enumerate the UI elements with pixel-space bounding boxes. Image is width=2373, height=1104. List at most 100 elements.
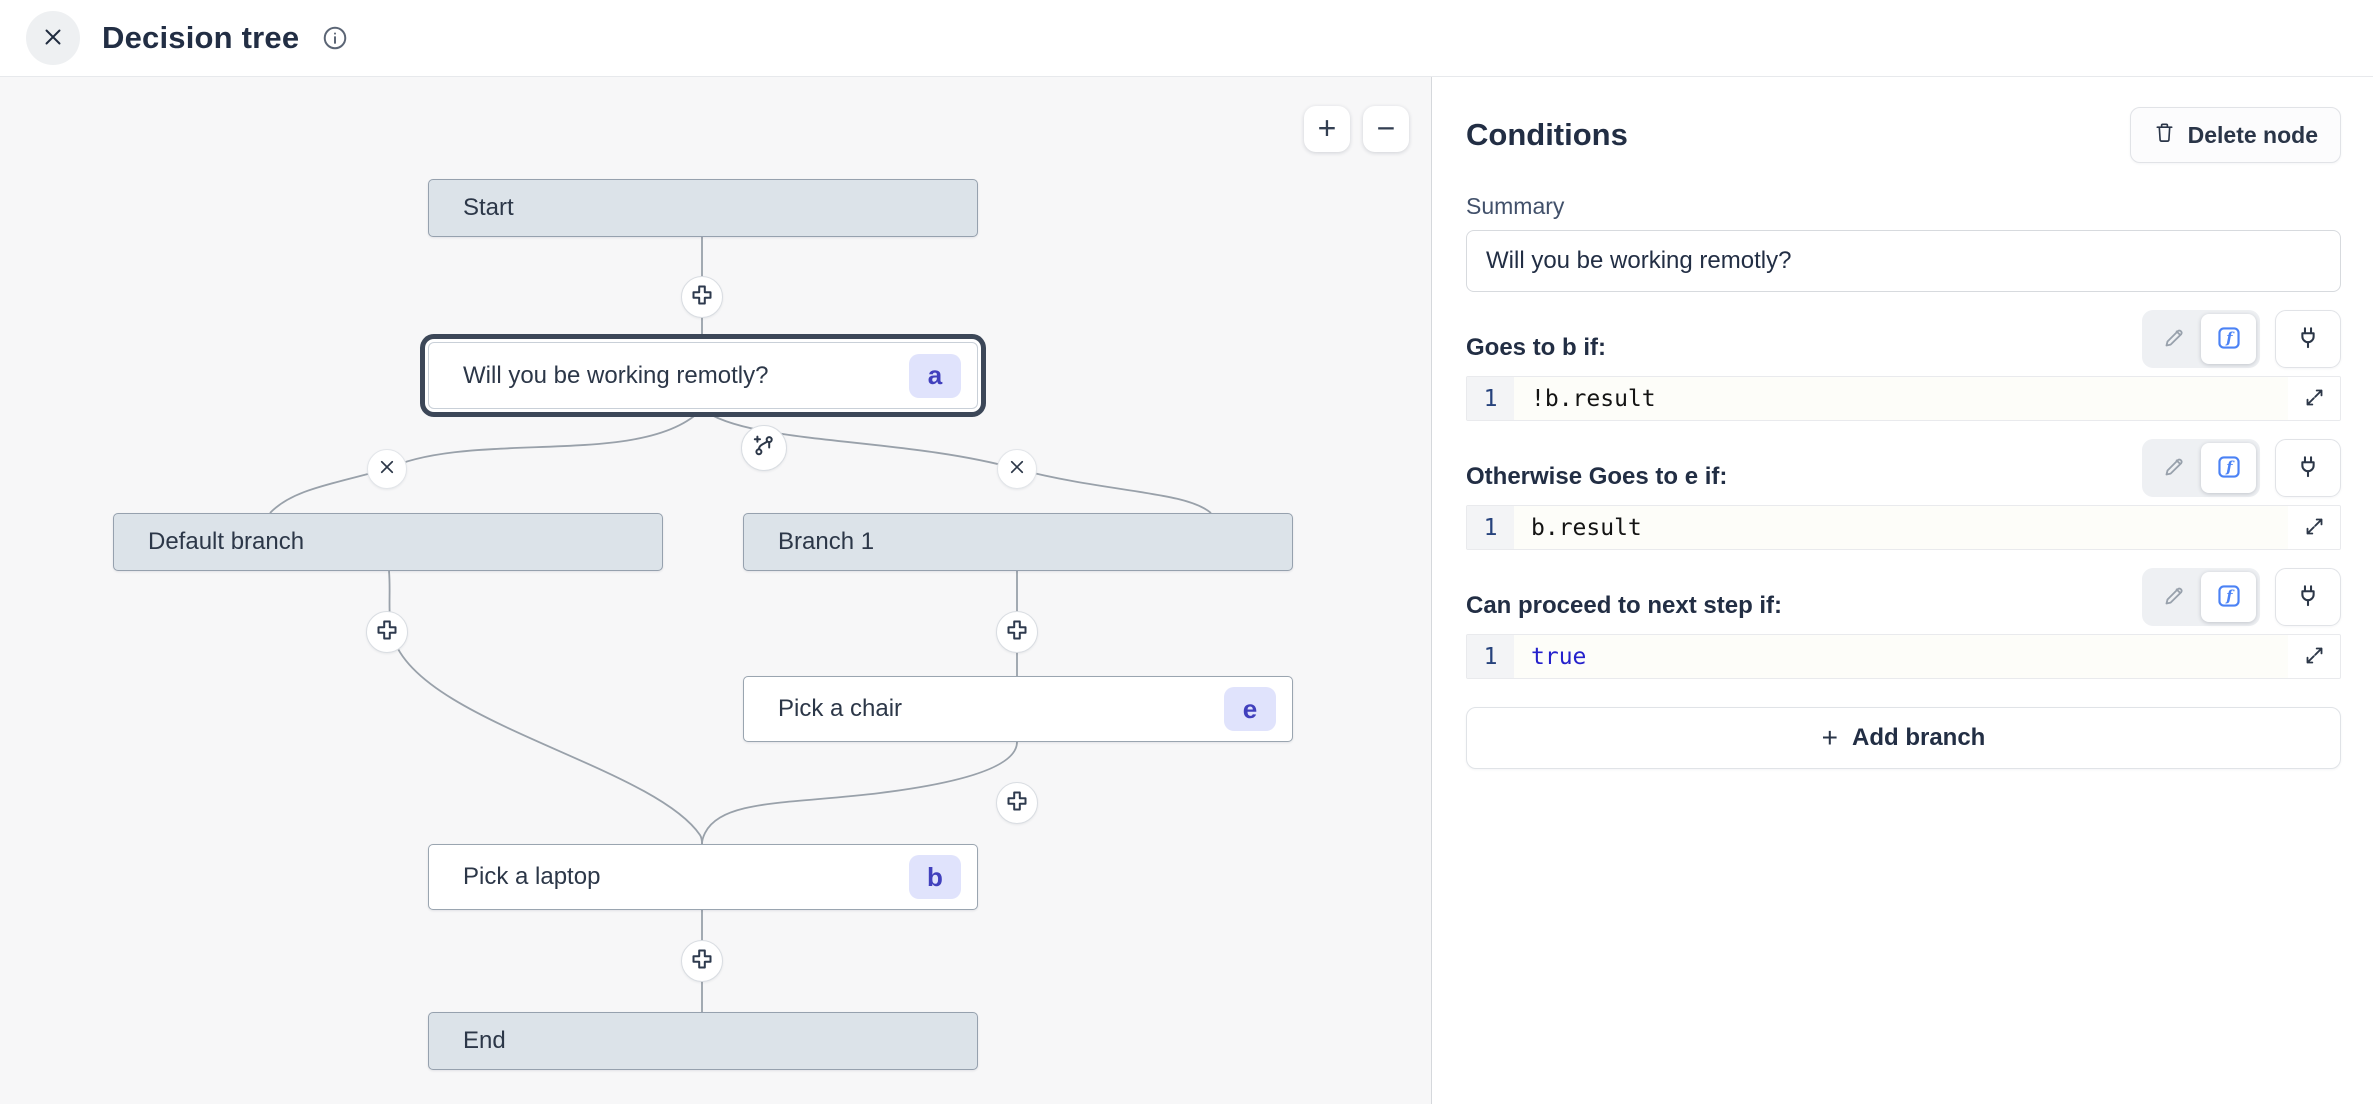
condition-section-can-proceed: Can proceed to next step if: [1466, 568, 2341, 679]
condition-controls: f [2142, 310, 2341, 368]
add-node-plus-icon [690, 283, 714, 312]
editor-mode-toggle: f [2142, 310, 2260, 368]
node-label: Default branch [148, 528, 304, 556]
line-number: 1 [1467, 377, 1514, 420]
zoom-controls: + − [1304, 106, 1409, 152]
svg-text:f: f [2225, 458, 2235, 475]
connect-source-button[interactable] [2275, 568, 2341, 626]
delete-node-label: Delete node [2188, 122, 2318, 149]
expand-editor-button[interactable] [2288, 635, 2340, 678]
node-pick-chair[interactable]: Pick a chair e [743, 676, 1293, 742]
node-end[interactable]: End [428, 1012, 978, 1070]
node-badge: b [909, 855, 961, 899]
add-node-button[interactable] [681, 940, 723, 982]
delete-edge-button[interactable] [367, 449, 407, 489]
conditions-panel: Conditions Delete node Summary Goes to b… [1433, 77, 2373, 1104]
expand-icon [2304, 516, 2325, 540]
plus-icon: + [1318, 112, 1337, 144]
header: Decision tree [0, 0, 2373, 77]
pencil-icon [2162, 455, 2186, 482]
page-title: Decision tree [102, 20, 299, 56]
fx-icon: f [2216, 454, 2242, 483]
info-icon[interactable] [321, 24, 349, 52]
expand-editor-button[interactable] [2288, 506, 2340, 549]
condition-label: Otherwise Goes to e if: [1466, 463, 1727, 497]
svg-text:f: f [2225, 329, 2235, 346]
edge-chair-laptop [702, 742, 1017, 844]
close-icon [40, 24, 66, 53]
condition-code: b.result [1514, 506, 2340, 549]
fx-mode-button[interactable]: f [2201, 314, 2256, 364]
node-label: Branch 1 [778, 528, 874, 556]
add-node-plus-icon [1005, 789, 1029, 818]
node-label: Pick a laptop [463, 863, 600, 891]
pencil-icon [2162, 584, 2186, 611]
condition-code: true [1514, 635, 2340, 678]
condition-code-editor[interactable]: 1 true [1466, 634, 2341, 679]
fx-mode-button[interactable]: f [2201, 443, 2256, 493]
connect-source-button[interactable] [2275, 439, 2341, 497]
node-default-branch[interactable]: Default branch [113, 513, 663, 571]
node-label: Pick a chair [778, 695, 902, 723]
add-node-plus-icon [375, 618, 399, 647]
condition-code-editor[interactable]: 1 !b.result [1466, 376, 2341, 421]
flow-canvas[interactable]: Start Will you be working remotly? a Def… [0, 77, 1432, 1104]
close-button[interactable] [26, 11, 80, 65]
add-node-plus-icon [1005, 618, 1029, 647]
plug-icon [2295, 583, 2321, 612]
add-node-button[interactable] [996, 782, 1038, 824]
add-branch-label: Add branch [1852, 724, 1985, 752]
node-start[interactable]: Start [428, 179, 978, 237]
text-mode-button[interactable] [2146, 314, 2201, 364]
editor-mode-toggle: f [2142, 439, 2260, 497]
condition-code-editor[interactable]: 1 b.result [1466, 505, 2341, 550]
condition-label: Can proceed to next step if: [1466, 592, 1782, 626]
editor-mode-toggle: f [2142, 568, 2260, 626]
edge-default-laptop [389, 571, 702, 844]
x-icon [378, 458, 396, 481]
add-branch-button[interactable]: + Add branch [1466, 707, 2341, 769]
edge-question-default [270, 409, 702, 513]
condition-label: Goes to b if: [1466, 334, 1606, 368]
expand-editor-button[interactable] [2288, 377, 2340, 420]
plug-icon [2295, 454, 2321, 483]
condition-controls: f [2142, 439, 2341, 497]
node-label: Will you be working remotly? [463, 362, 768, 390]
add-node-button[interactable] [366, 611, 408, 653]
fx-icon: f [2216, 583, 2242, 612]
text-mode-button[interactable] [2146, 443, 2201, 493]
condition-section-goes-to-b: Goes to b if: [1466, 310, 2341, 421]
summary-input[interactable] [1466, 230, 2341, 292]
fork-plus-icon [752, 434, 776, 463]
trash-icon [2153, 121, 2176, 150]
add-branch-connector-button[interactable] [741, 425, 787, 471]
panel-header: Conditions Delete node [1466, 107, 2341, 163]
zoom-out-button[interactable]: − [1363, 106, 1409, 152]
fx-mode-button[interactable]: f [2201, 572, 2256, 622]
node-badge: e [1224, 687, 1276, 731]
add-node-plus-icon [690, 947, 714, 976]
connect-source-button[interactable] [2275, 310, 2341, 368]
delete-node-button[interactable]: Delete node [2130, 107, 2341, 163]
fx-icon: f [2216, 325, 2242, 354]
node-branch-1[interactable]: Branch 1 [743, 513, 1293, 571]
delete-edge-button[interactable] [997, 449, 1037, 489]
line-number: 1 [1467, 635, 1514, 678]
node-question[interactable]: Will you be working remotly? a [428, 342, 978, 409]
panel-title: Conditions [1466, 117, 1628, 153]
minus-icon: − [1377, 112, 1396, 144]
condition-controls: f [2142, 568, 2341, 626]
condition-section-otherwise-goes-to-e: Otherwise Goes to e if: [1466, 439, 2341, 550]
node-pick-laptop[interactable]: Pick a laptop b [428, 844, 978, 910]
add-node-button[interactable] [681, 276, 723, 318]
zoom-in-button[interactable]: + [1304, 106, 1350, 152]
svg-text:f: f [2225, 587, 2235, 604]
pencil-icon [2162, 326, 2186, 353]
add-node-button[interactable] [996, 611, 1038, 653]
line-number: 1 [1467, 506, 1514, 549]
x-icon [1008, 458, 1026, 481]
expand-icon [2304, 645, 2325, 669]
summary-label: Summary [1466, 193, 2341, 220]
text-mode-button[interactable] [2146, 572, 2201, 622]
